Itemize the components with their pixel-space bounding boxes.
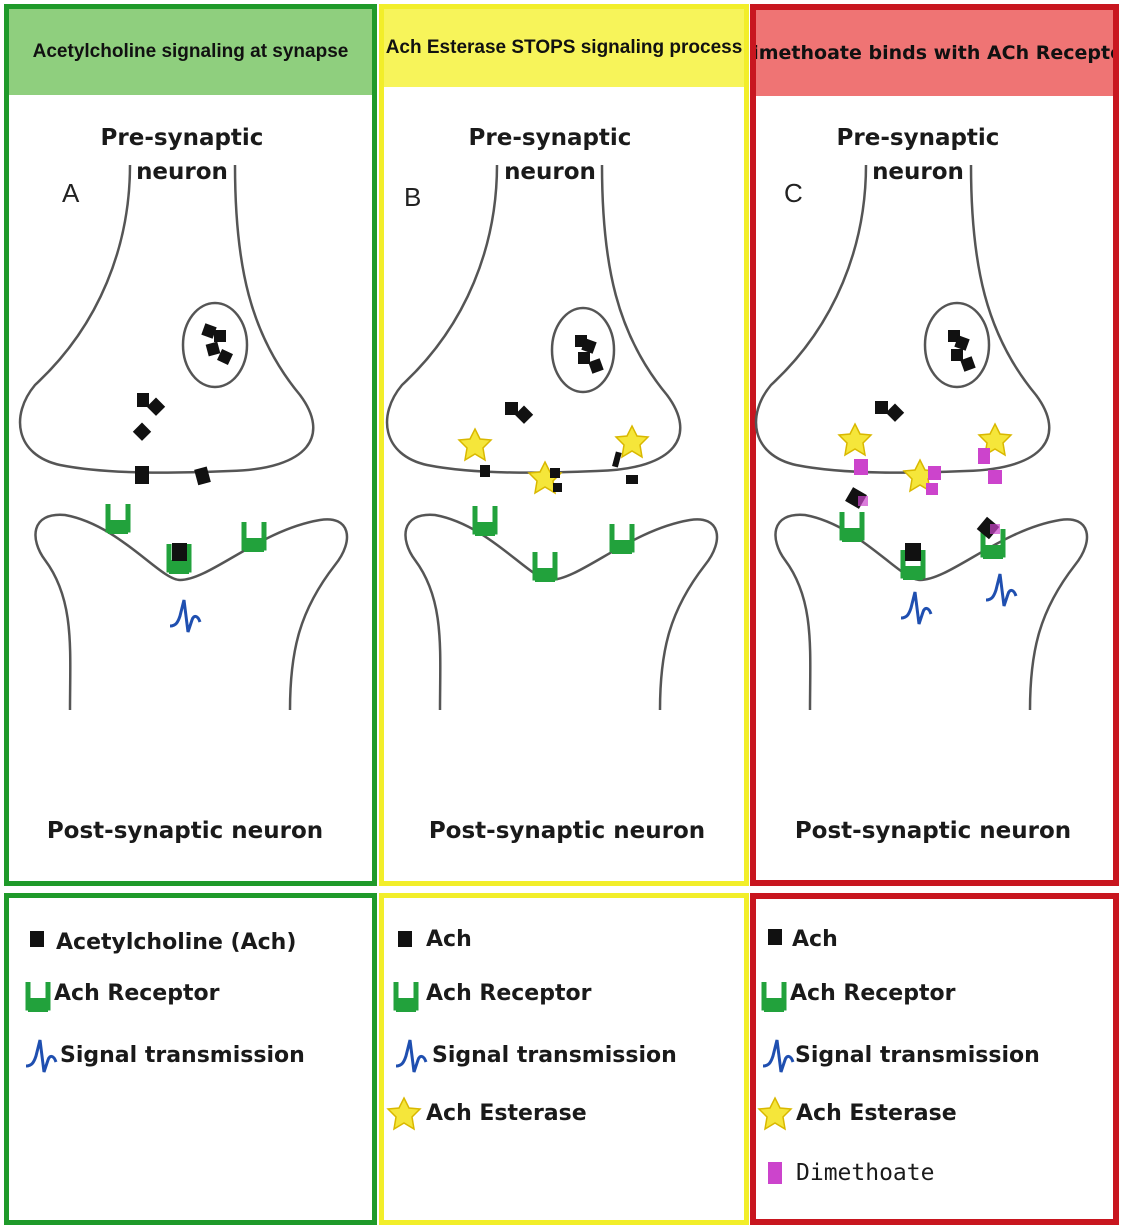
yellow-star-icon (388, 1098, 420, 1129)
blue-spike-icon (396, 1040, 426, 1072)
magenta-square-icon (768, 1162, 782, 1184)
panel-b-vesicle-ach (588, 358, 603, 373)
panel-b-cleft-ach (612, 451, 622, 467)
blue-spike-icon (763, 1040, 793, 1072)
panel-c-vesicle-ach (951, 349, 963, 361)
panel-a-receptor (108, 504, 128, 534)
legend-c-signal: Signal transmission (795, 1043, 1040, 1068)
green-receptor-icon (28, 982, 48, 1012)
panel-b-cleft-ach (550, 468, 560, 478)
panel-a-drawing (20, 165, 347, 710)
panel-a-presynaptic-membrane (20, 165, 313, 473)
legend-a-ach: Acetylcholine (Ach) (56, 930, 296, 955)
panel-b-release-ach (505, 402, 518, 415)
panel-b-receptor (475, 506, 495, 536)
panel-a-signal (170, 600, 200, 632)
legend-a-receptor: Ach Receptor (54, 981, 219, 1006)
legend-c-ach: Ach (792, 927, 838, 952)
legend-b-receptor: Ach Receptor (426, 981, 591, 1006)
panel-c-dimethoate (926, 483, 938, 495)
panel-c-esterase (839, 424, 871, 455)
panel-a-vesicle-ach (214, 330, 226, 342)
panel-c-dimethoate (978, 448, 990, 464)
panel-b-drawing (387, 165, 717, 710)
blue-spike-icon (26, 1040, 56, 1072)
panel-a-release-ach (147, 398, 165, 416)
panel-c-release-ach (886, 404, 904, 422)
panel-a-bound-ach (172, 543, 187, 561)
panel-a-release-ach (137, 393, 149, 407)
panel-c-dimethoate (928, 466, 941, 480)
legend-a-signal: Signal transmission (60, 1043, 305, 1068)
panel-b-receptor (535, 552, 555, 582)
panel-a-receptor (244, 522, 264, 552)
legend-b-ach: Ach (426, 927, 472, 952)
panel-b-esterase (459, 429, 491, 460)
panel-c-signal (901, 592, 931, 624)
panel-a-cleft-ach (135, 466, 149, 484)
panel-c-receptor (842, 512, 862, 542)
panel-b-esterase (616, 426, 648, 457)
legend-c-receptor: Ach Receptor (790, 981, 955, 1006)
green-receptor-icon (396, 982, 416, 1012)
panel-c-bound-ach (905, 543, 921, 561)
panel-c-release-ach (875, 401, 888, 414)
panel-c-drawing (756, 165, 1087, 710)
panel-a-cleft-ach (133, 423, 151, 441)
legend-c-dimethoate: Dimethoate (796, 1160, 934, 1186)
legend-c-esterase: Ach Esterase (796, 1101, 957, 1126)
panel-c-signal (986, 574, 1016, 606)
panel-b-receptor (612, 524, 632, 554)
panel-b-cleft-ach (480, 465, 490, 477)
panel-c-bound-dimethoate (858, 496, 868, 506)
panel-a-vesicle-ach (206, 342, 221, 357)
panel-c-presynaptic-membrane (756, 165, 1049, 473)
panel-b-presynaptic-membrane (387, 165, 680, 473)
black-square-icon (768, 929, 782, 945)
legend-b-esterase: Ach Esterase (426, 1101, 587, 1126)
green-receptor-icon (764, 982, 784, 1012)
yellow-star-icon (759, 1098, 791, 1129)
black-square-icon (398, 931, 412, 947)
panel-c-dimethoate (988, 470, 1002, 484)
panel-b-cleft-ach (626, 475, 638, 484)
panel-b-postsynaptic-membrane (405, 515, 717, 710)
black-square-icon (30, 931, 44, 947)
panel-c-bound-dimethoate (990, 524, 1000, 534)
panel-a-cleft-ach (194, 466, 211, 485)
panel-b-vesicle-ach (578, 352, 590, 364)
panel-c-dimethoate (854, 459, 868, 475)
legend-b-signal: Signal transmission (432, 1043, 677, 1068)
panel-b-cleft-ach (553, 483, 562, 492)
